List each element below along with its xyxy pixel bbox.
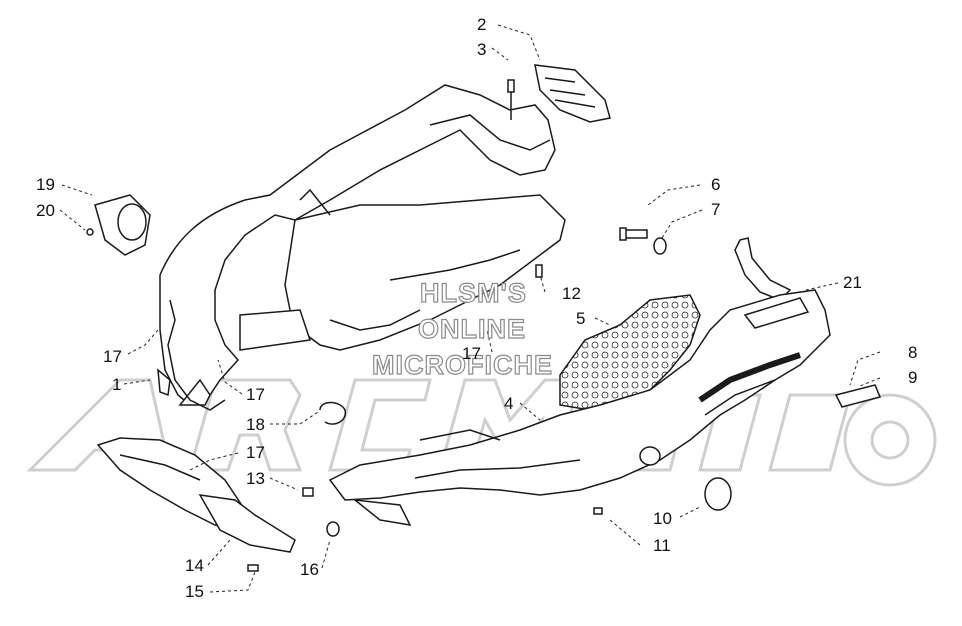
grommet-near-10 [639,446,661,466]
callout-9: 9 [908,368,918,387]
side-panel-left [157,299,226,411]
watermark-line-2: ONLINE [417,314,527,344]
nut-part-16 [326,521,340,537]
callout-7: 7 [711,200,721,219]
clip-part-13 [302,487,314,497]
watermark-line-3: MICROFICHE [371,350,553,380]
callout-14: 14 [185,556,204,575]
decal-part-21 [743,297,810,329]
callout-8: 8 [908,343,918,362]
screw-part-12 [535,264,543,278]
callout-4: 4 [504,394,514,413]
callout-2: 2 [477,15,487,34]
callout-18: 18 [246,415,265,434]
callout-17-c: 17 [462,344,481,363]
washer-part-7 [653,237,667,255]
callout-17-b: 17 [246,385,265,404]
callout-17-a: 17 [103,347,122,366]
screw-part-15 [247,564,259,572]
clip-part-18 [319,401,347,425]
callout-12: 12 [562,284,581,303]
bolt-part-6 [619,227,648,241]
callout-21: 21 [843,273,862,292]
callout-19: 19 [36,175,55,194]
bumper-part-14 [96,437,296,553]
plate-part-8 [834,384,882,408]
callout-20: 20 [36,201,55,220]
callout-15: 15 [185,582,204,601]
callout-6: 6 [711,175,721,194]
screw-part-11 [593,507,603,515]
callout-10: 10 [653,509,672,528]
callout-11: 11 [653,536,671,555]
vent-part-2 [534,64,611,123]
cup-part-19 [94,194,151,256]
top-cover-assembly [159,84,566,406]
callout-5: 5 [576,309,586,328]
leader-lines [59,24,881,593]
callout-3: 3 [477,40,487,59]
callout-16: 16 [300,560,319,579]
lower-shell-part-4 [328,289,831,526]
plug-part-10 [704,477,732,511]
callout-17-d: 17 [246,443,265,462]
screw-part-20 [86,228,94,236]
bracket-part-21 [734,237,792,301]
watermark-line-1: HLSM'S [419,278,527,308]
callout-1: 1 [112,375,122,394]
screw-part-3 [507,79,515,120]
callout-13: 13 [246,469,265,488]
